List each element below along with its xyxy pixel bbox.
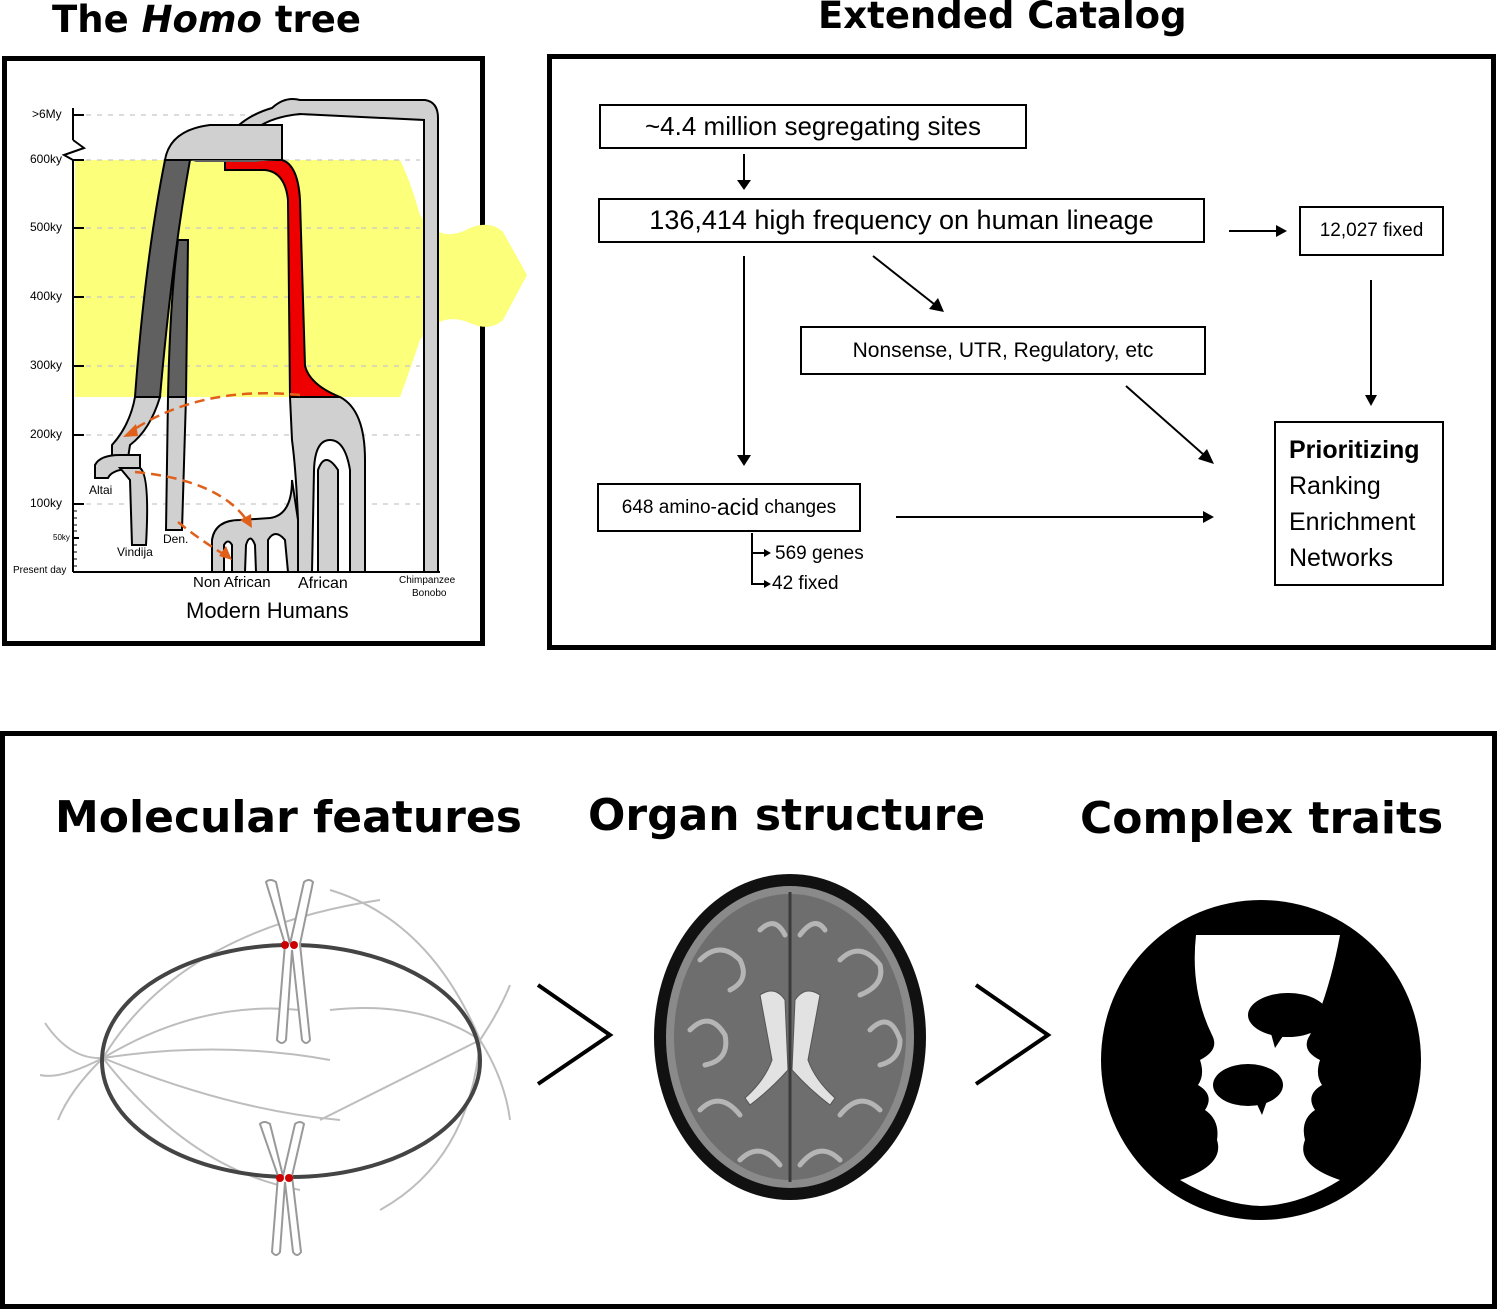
tick-label-600ky: 600ky [30, 152, 63, 166]
label-altai: Altai [89, 483, 113, 497]
african-split [317, 459, 339, 573]
tick-label-50ky: 50ky [53, 533, 70, 542]
nonsense-utr-box: Nonsense, UTR, Regulatory, etc [800, 326, 1206, 375]
tick-label-200ky: 200ky [30, 427, 63, 441]
prioritizing-box: Prioritizing Ranking Enrichment Networks [1274, 421, 1444, 586]
speech-bubble-bottom [1213, 1064, 1283, 1106]
brain-gyri [687, 921, 903, 1168]
human-lower [288, 396, 366, 573]
label-bonobo: Bonobo [412, 588, 447, 599]
fixed-12027-box: 12,027 fixed [1299, 206, 1444, 256]
root-arch [163, 124, 283, 161]
homo-tree-diagram [61, 98, 527, 573]
tick-label-100ky: 100ky [30, 496, 63, 510]
tick-label-400ky: 400ky [30, 289, 63, 303]
high-frequency-box: 136,414 high frequency on human lineage [598, 198, 1205, 243]
inner-arch [190, 160, 282, 162]
amino-acid-box: 648 amino-acid changes [597, 483, 861, 532]
genes-569-label: 569 genes [775, 543, 864, 564]
molecular-features-heading: Molecular features [55, 792, 522, 843]
homo-title-prefix: The [52, 0, 129, 41]
organ-structure-heading: Organ structure [588, 790, 986, 841]
migration-arrowheads [123, 424, 252, 560]
label-chimpanzee: Chimpanzee [399, 575, 456, 586]
human-branch-red [224, 159, 341, 398]
homo-tree-title: The Homo tree [52, 0, 361, 41]
tick-label-6my: >6My [32, 107, 62, 121]
time-axis [61, 108, 440, 573]
vindija-branch [117, 467, 149, 546]
spindle-fibers [39, 889, 511, 1211]
altai-branch [94, 454, 141, 479]
amino-prefix: 648 amino- [621, 496, 717, 518]
homo-title-italic: Homo [141, 0, 262, 41]
ranking-label: Ranking [1289, 471, 1381, 500]
centromeres [276, 941, 298, 1182]
catalog-arrows [737, 154, 1377, 588]
label-non-african: Non African [193, 574, 271, 591]
enrichment-label: Enrichment [1289, 507, 1416, 536]
chevron-icon-2 [974, 983, 1052, 1086]
homo-title-suffix: tree [274, 0, 361, 41]
networks-label: Networks [1289, 543, 1394, 572]
tick-label-500ky: 500ky [30, 220, 63, 234]
migration-arrows [129, 392, 301, 557]
den-branch [164, 396, 188, 531]
ventricles [744, 990, 836, 1106]
label-den: Den. [163, 532, 189, 546]
fixed-42-label: 42 fixed [772, 573, 839, 594]
amino-suffix: changes [759, 496, 837, 518]
tick-label-300ky: 300ky [30, 358, 63, 372]
segregating-sites-box: ~4.4 million segregating sites [599, 104, 1027, 149]
minor-ticks [73, 510, 77, 567]
label-modern-humans: Modern Humans [186, 598, 349, 623]
complex-traits-heading: Complex traits [1080, 793, 1444, 844]
chromosomes [258, 879, 315, 1256]
chevron-icon-1 [536, 983, 614, 1086]
tick-label-present: Present day [13, 565, 67, 576]
label-african: African [298, 575, 348, 592]
speech-bubble-top [1248, 993, 1328, 1037]
extended-catalog-title: Extended Catalog [818, 0, 1187, 37]
label-vindija: Vindija [117, 545, 153, 559]
amino-acid-word: acid [716, 494, 760, 520]
prioritizing-label: Prioritizing [1289, 435, 1420, 464]
